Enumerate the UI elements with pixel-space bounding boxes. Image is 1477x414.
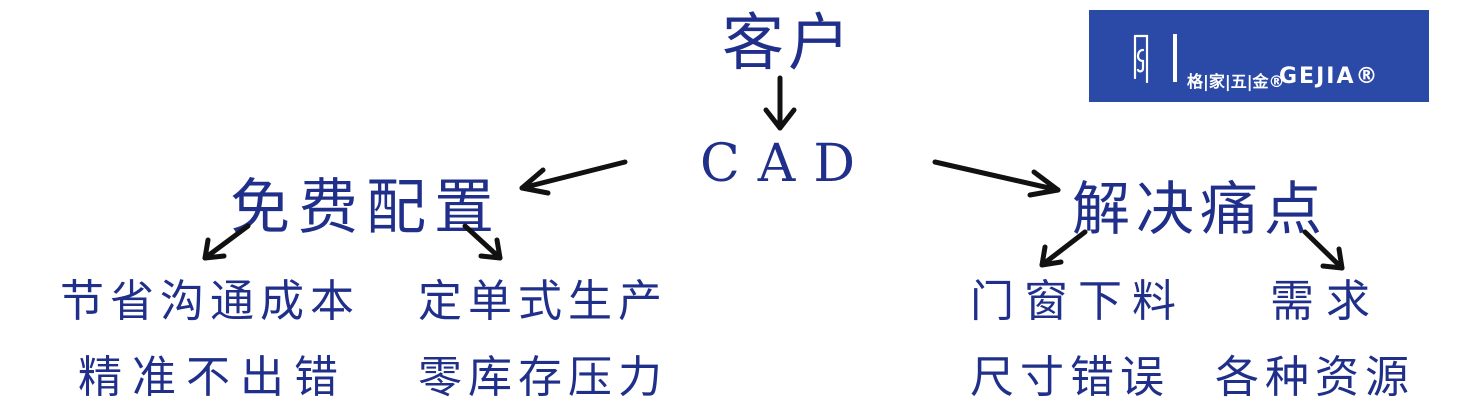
leaf-demand: 需求 <box>1270 276 1382 327</box>
arrow-cad-to-pain <box>932 159 1061 198</box>
logo-cn-text: 格|家|五|金® <box>1187 72 1285 91</box>
node-solve-pain: 解决痛点 <box>1072 175 1329 243</box>
leaf-resources: 各种资源 <box>1215 352 1415 403</box>
arrow-pain-to-left <box>1039 229 1088 268</box>
logo-en-text: GEJIA® <box>1279 64 1380 89</box>
leaf-precise: 精准不出错 <box>78 352 348 403</box>
arrow-pain-to-right <box>1302 229 1345 271</box>
arrow-free-to-left <box>202 223 251 261</box>
gejia-logo: 格|家|五|金® GEJIA® <box>1089 10 1429 102</box>
node-customer: 客户 <box>722 6 855 79</box>
arrow-free-to-right <box>462 223 503 261</box>
node-cad: CAD <box>700 134 874 194</box>
leaf-window-cutting: 门窗下料 <box>970 276 1186 327</box>
leaf-order-production: 定单式生产 <box>418 276 668 327</box>
arrow-cad-to-free <box>519 159 628 196</box>
leaf-zero-inventory: 零库存压力 <box>418 352 668 403</box>
node-free-config: 免费配置 <box>230 173 502 243</box>
arrow-customer-to-cad <box>763 75 797 131</box>
gejia-door-mark-icon <box>1133 34 1177 84</box>
leaf-save-communication: 节省沟通成本 <box>60 276 360 327</box>
leaf-size-error: 尺寸错误 <box>970 352 1170 403</box>
